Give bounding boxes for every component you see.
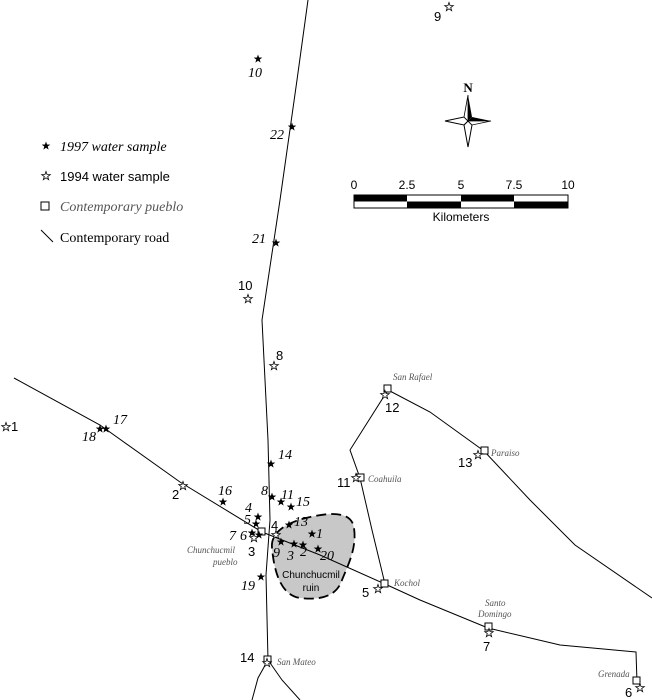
- scale-tick-label: 7.5: [506, 178, 523, 192]
- label-1997: 11: [281, 488, 294, 503]
- ruin-label-2: ruin: [303, 583, 320, 594]
- legend-road: Contemporary road: [60, 231, 169, 246]
- place-santo-domingo-2: Domingo: [477, 609, 512, 619]
- label-1997: 13: [294, 515, 308, 530]
- legend: 1997 water sample 1994 water sample Cont…: [40, 140, 183, 246]
- ruin-label-1: Chunchucmil: [282, 570, 340, 581]
- chunchucmil-ruin-area: [271, 513, 356, 600]
- label-1997: 15: [296, 495, 310, 510]
- label-1994: 9: [434, 9, 441, 24]
- label-1997: 8: [261, 484, 268, 499]
- place-chunchucmil-pueblo-1: Chunchucmil: [187, 545, 235, 555]
- road-west: [13, 377, 263, 533]
- label-1997: 20: [320, 549, 334, 564]
- label-1997: 7: [229, 529, 237, 544]
- label-1994: 4: [271, 518, 278, 533]
- pueblos: [257, 384, 641, 685]
- scale-tick-label: 5: [458, 178, 465, 192]
- label-1994: 13: [458, 455, 472, 470]
- pueblo-chunchucmil: [257, 527, 266, 536]
- label-1997: 17: [113, 413, 128, 428]
- place-kochol: Kochol: [393, 578, 420, 588]
- label-1994: 3: [248, 544, 255, 559]
- north-arrow-icon: N: [444, 80, 492, 148]
- label-1994: 8: [276, 348, 283, 363]
- pueblo-san-rafael: [383, 384, 392, 393]
- label-1997: 1: [316, 527, 323, 542]
- label-1997: 18: [82, 430, 96, 445]
- label-1994: 11: [337, 475, 351, 490]
- label-1994: 1: [11, 419, 18, 434]
- label-1997: 19: [241, 579, 255, 594]
- legend-1994: 1994 water sample: [60, 169, 170, 184]
- label-1994: 12: [385, 400, 399, 415]
- place-san-mateo: San Mateo: [277, 657, 316, 667]
- place-santo-domingo-1: Santo: [485, 598, 506, 608]
- legend-1997: 1997 water sample: [60, 140, 167, 155]
- label-1997: 5: [244, 513, 251, 528]
- label-1997: 4: [245, 501, 252, 516]
- legend-pueblo: Contemporary pueblo: [60, 200, 183, 215]
- scale-bar: 0 2.5 5 7.5 10 Kilometers: [351, 178, 575, 224]
- label-1997: 3: [286, 549, 294, 564]
- road-san-mateo-se: [267, 659, 301, 700]
- pueblo-kochol: [380, 579, 389, 588]
- scale-unit: Kilometers: [433, 210, 490, 224]
- label-1997: 22: [270, 128, 284, 143]
- label-1994: 14: [240, 650, 254, 665]
- label-1994: 6: [625, 685, 632, 700]
- scale-tick-label: 10: [561, 178, 575, 192]
- label-1997: 14: [278, 448, 292, 463]
- label-1994: 2: [172, 487, 179, 502]
- label-1994: 5: [362, 585, 369, 600]
- road-san-rafael-paraiso: [387, 389, 652, 599]
- road-san-rafael-kochol: [349, 389, 389, 585]
- label-1997: 6: [240, 529, 247, 544]
- north-label: N: [463, 80, 473, 95]
- place-san-rafael: San Rafael: [393, 372, 433, 382]
- place-grenada: Grenada: [598, 669, 630, 679]
- road-southeast: [261, 531, 638, 683]
- label-1997: 21: [252, 232, 266, 247]
- place-coahuila: Coahuila: [368, 474, 402, 484]
- label-1997: 10: [248, 66, 262, 81]
- place-chunchucmil-pueblo-2: pueblo: [212, 557, 238, 567]
- label-1997: 9: [273, 546, 280, 561]
- scale-tick-label: 0: [351, 178, 358, 192]
- label-1994: 7: [483, 639, 490, 654]
- label-1997: 2: [300, 545, 307, 560]
- road-north: [261, 0, 309, 661]
- label-1994: 10: [238, 278, 252, 293]
- scale-tick-label: 2.5: [399, 178, 416, 192]
- pueblo-grenada: [632, 676, 641, 685]
- roads: [13, 0, 652, 700]
- pueblo-paraiso: [480, 446, 489, 455]
- label-1997: 16: [218, 484, 232, 499]
- place-paraiso: Paraiso: [490, 448, 520, 458]
